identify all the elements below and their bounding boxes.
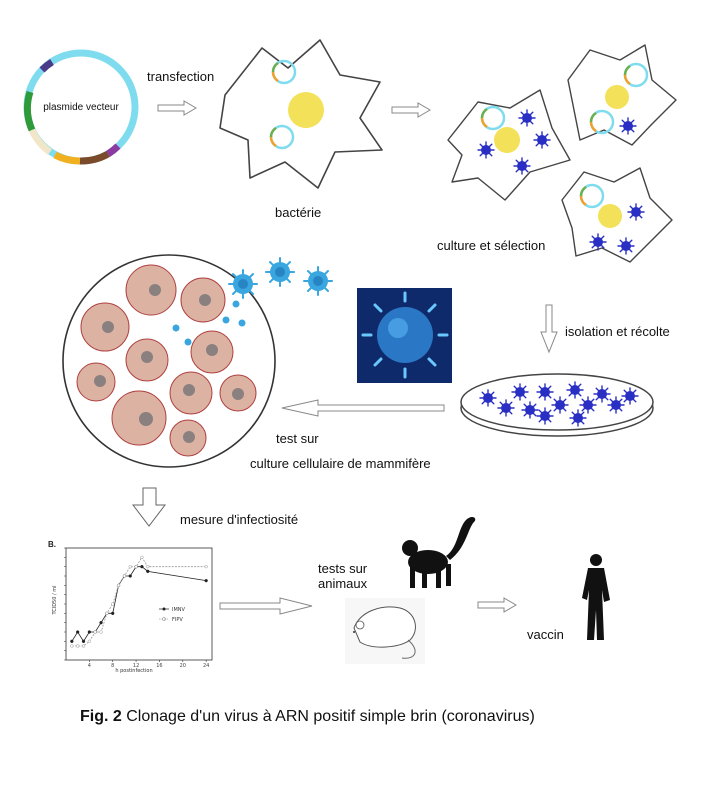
data-point-fipv — [128, 565, 132, 569]
chart-axes — [65, 547, 213, 661]
data-point-fipv — [76, 644, 80, 648]
caption-fig-number: Fig. 2 — [80, 708, 122, 725]
human-icon — [582, 554, 610, 640]
monkey-icon — [402, 516, 476, 588]
arrow-vaccine — [477, 597, 517, 613]
caption-text: Clonage d'un virus à ARN positif simple … — [126, 708, 535, 725]
data-point-fipv — [116, 583, 121, 587]
arrow-infectivity — [131, 487, 167, 527]
test-on-label: test sur — [276, 431, 319, 446]
arrow-test — [281, 399, 445, 417]
x-tick-label: 16 — [156, 663, 162, 669]
bacteria-label: bactérie — [275, 205, 322, 220]
coronavirus-photo — [357, 288, 452, 383]
data-point-fipv — [105, 611, 109, 615]
data-point-imnv — [70, 639, 74, 643]
animal-tests-label-1: tests sur — [318, 561, 368, 576]
data-point-fipv — [111, 602, 115, 606]
legend-imnv: IMNV — [172, 607, 186, 613]
data-point-imnv — [87, 630, 92, 634]
data-point-imnv — [204, 579, 208, 583]
series-line-fipv — [71, 556, 207, 647]
data-point-fipv — [87, 639, 92, 643]
arrow-transfection — [157, 100, 197, 116]
transfection-label: transfection — [147, 69, 215, 84]
data-point-fipv — [70, 644, 74, 648]
plasmid-label: plasmide vecteur — [43, 102, 119, 113]
x-tick-label: 4 — [88, 663, 91, 669]
petri-dish — [460, 373, 654, 437]
bacterium-culture-3 — [561, 167, 673, 263]
data-point-imnv — [99, 621, 103, 625]
plasmid-vector-icon — [23, 49, 139, 165]
virus-icon-small — [228, 269, 258, 299]
animal-tests-label-2: animaux — [318, 576, 368, 591]
virus-icon-large — [303, 266, 333, 296]
data-point-fipv — [204, 565, 208, 569]
mammal-culture-label: culture cellulaire de mammifère — [250, 456, 431, 471]
x-tick-label: 8 — [111, 663, 114, 669]
data-point-fipv — [146, 565, 150, 569]
data-point-imnv — [146, 569, 150, 573]
arrow-culture — [391, 102, 431, 118]
chart-ticks: 4 8 12 16 20 24 — [64, 547, 209, 669]
infectivity-label: mesure d'infectiosité — [180, 512, 299, 527]
data-point-imnv — [140, 565, 144, 569]
data-point-imnv — [128, 574, 132, 578]
data-point-fipv — [134, 565, 138, 569]
legend-fipv: FIPV — [172, 617, 183, 623]
bacterium-culture-1 — [447, 89, 571, 201]
arrow-animals — [219, 597, 313, 615]
x-tick-label: 12 — [133, 663, 139, 669]
chart-ylabel: TCID50 / ml — [52, 585, 58, 615]
data-point-imnv — [81, 639, 86, 643]
chart-xlabel: h postinfection — [115, 668, 152, 674]
mammalian-cell-culture — [62, 254, 276, 468]
x-tick-label: 20 — [180, 663, 186, 669]
data-point-fipv — [93, 630, 97, 634]
data-point-fipv — [81, 644, 86, 648]
data-point-imnv — [76, 630, 80, 634]
chart-legend: IMNV FIPV — [159, 607, 186, 623]
culture-selection-label: culture et sélection — [437, 238, 546, 253]
data-point-imnv — [111, 611, 115, 615]
arrow-isolation — [540, 304, 558, 354]
figure-caption: Fig. 2 Clonage d'un virus à ARN positif … — [80, 708, 535, 726]
data-point-fipv — [99, 630, 103, 634]
chart-frame — [65, 547, 213, 661]
vaccine-label: vaccin — [527, 627, 564, 642]
x-tick-label: 24 — [203, 663, 209, 669]
infectivity-chart: B. 4 8 12 16 20 24 h postinfection TCID50 / m… — [48, 540, 213, 674]
chart-panel-label: B. — [48, 540, 56, 549]
mouse-icon — [345, 598, 425, 664]
data-point-fipv — [140, 555, 144, 559]
chart-marks — [70, 555, 208, 648]
bacterium-cell — [219, 39, 383, 189]
bacterium-culture-2 — [567, 44, 677, 146]
data-point-fipv — [122, 574, 127, 578]
isolation-label: isolation et récolte — [565, 324, 670, 339]
virus-icon-medium — [265, 257, 295, 287]
